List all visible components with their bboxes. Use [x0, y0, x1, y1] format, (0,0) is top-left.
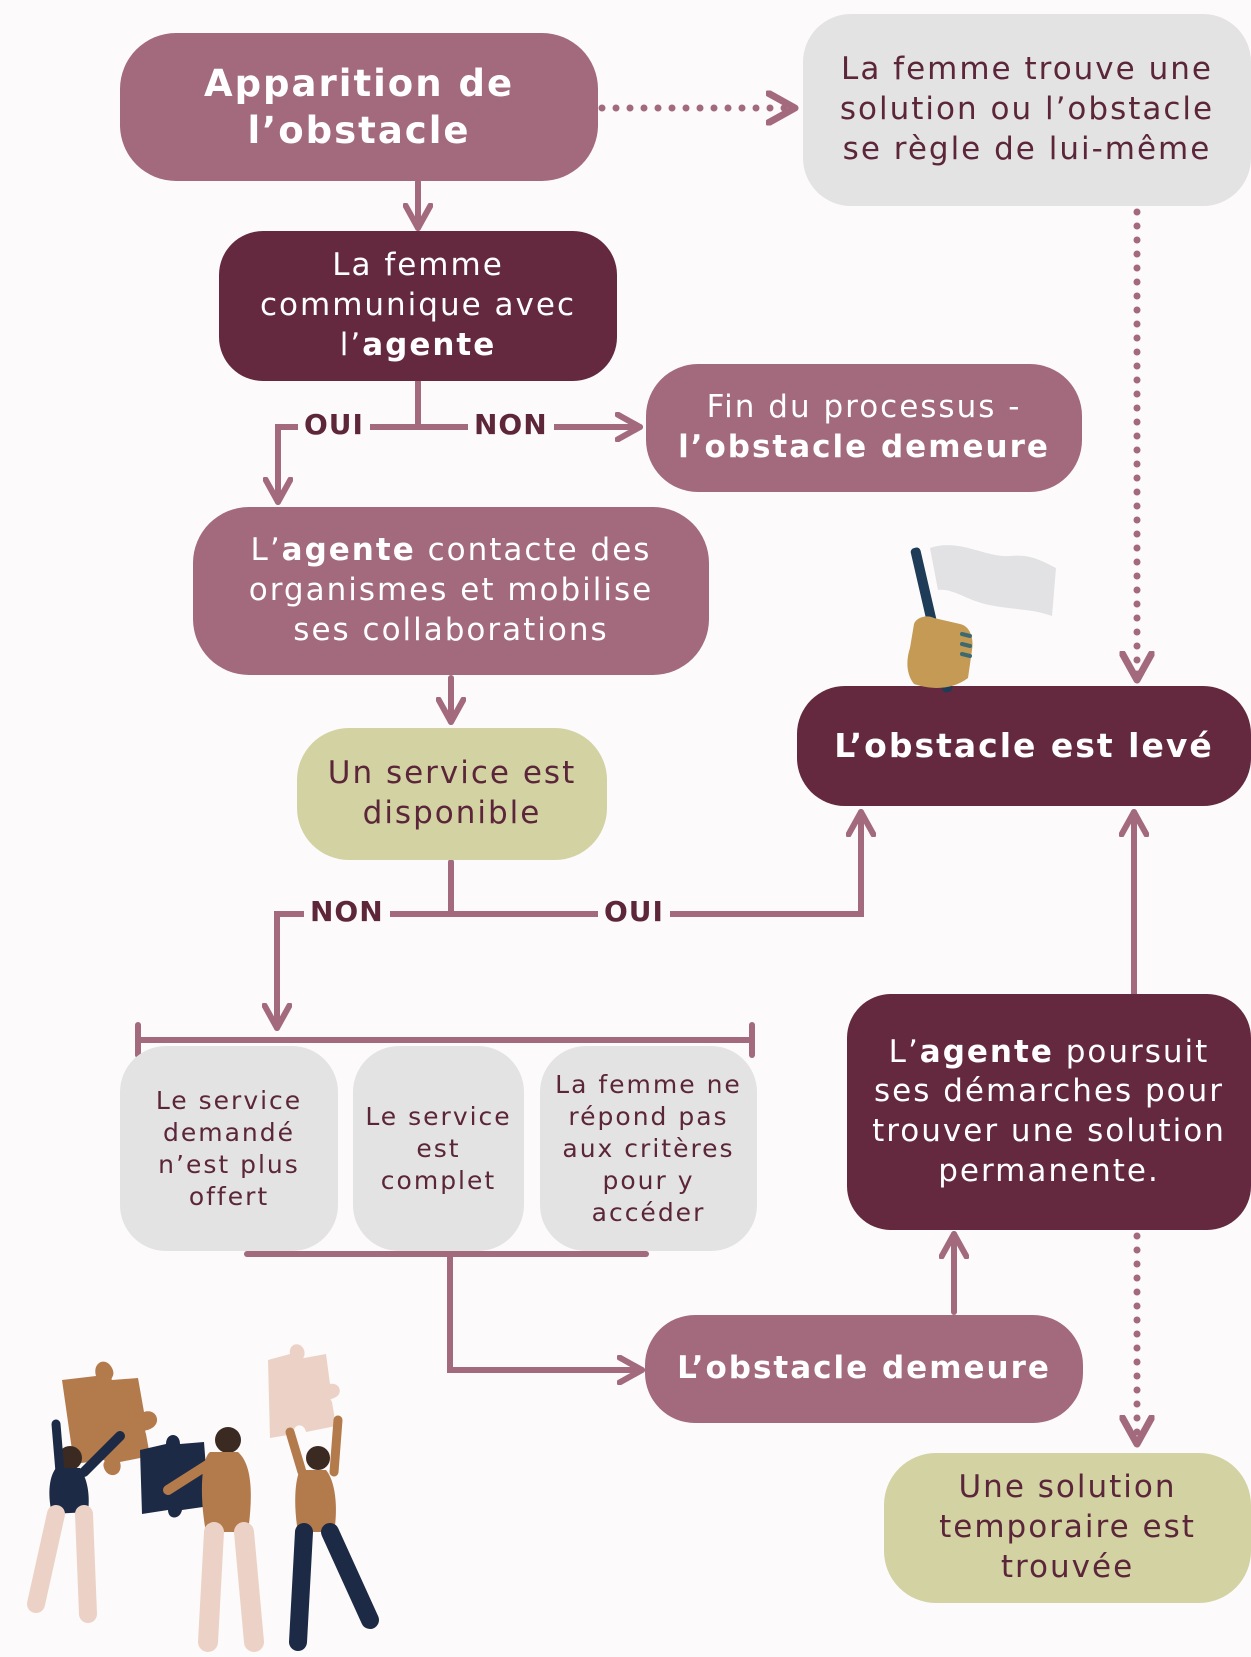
- node-agente-contacte: L’agente contacte des organismes et mobi…: [193, 507, 709, 675]
- node-criteres: La femme ne répond pas aux critères pour…: [540, 1046, 757, 1251]
- label-non: NON: [468, 408, 554, 441]
- node-solution-temporaire: Une solution temporaire est trouvée: [884, 1453, 1251, 1603]
- node-obstacle-demeure: L’obstacle demeure: [645, 1315, 1083, 1423]
- line-oui-branch: [278, 424, 421, 505]
- line-to-obstacle-demeure: [447, 1251, 645, 1370]
- line-non-branch-2: [277, 911, 454, 1031]
- label-oui: OUI: [298, 408, 370, 441]
- node-femme-trouve-solution: La femme trouve une solution ou l’obstac…: [803, 14, 1251, 206]
- node-femme-communique: La femme communique avec l’agente: [219, 231, 617, 381]
- label-oui: OUI: [598, 895, 670, 928]
- line-oui-branch-2: [448, 809, 861, 917]
- node-apparition-obstacle: Apparition de l’obstacle: [120, 33, 598, 181]
- node-fin-processus: Fin du processus - l’obstacle demeure: [646, 364, 1082, 492]
- node-service-plus-offert: Le service demandé n’est plus offert: [120, 1046, 338, 1251]
- node-service-disponible: Un service est disponible: [297, 728, 607, 860]
- bold-agente: agente: [362, 326, 497, 363]
- flag-hand-icon: [907, 545, 1056, 693]
- bold-agente: agente: [281, 532, 416, 569]
- puzzle-people-illustration: [27, 1344, 379, 1652]
- bold-agente: agente: [919, 1033, 1054, 1070]
- node-agente-poursuit: L’agente poursuit ses démarches pour tro…: [847, 994, 1251, 1230]
- node-service-complet: Le service est complet: [353, 1046, 524, 1251]
- node-obstacle-leve: L’obstacle est levé: [797, 686, 1251, 806]
- label-non: NON: [304, 895, 390, 928]
